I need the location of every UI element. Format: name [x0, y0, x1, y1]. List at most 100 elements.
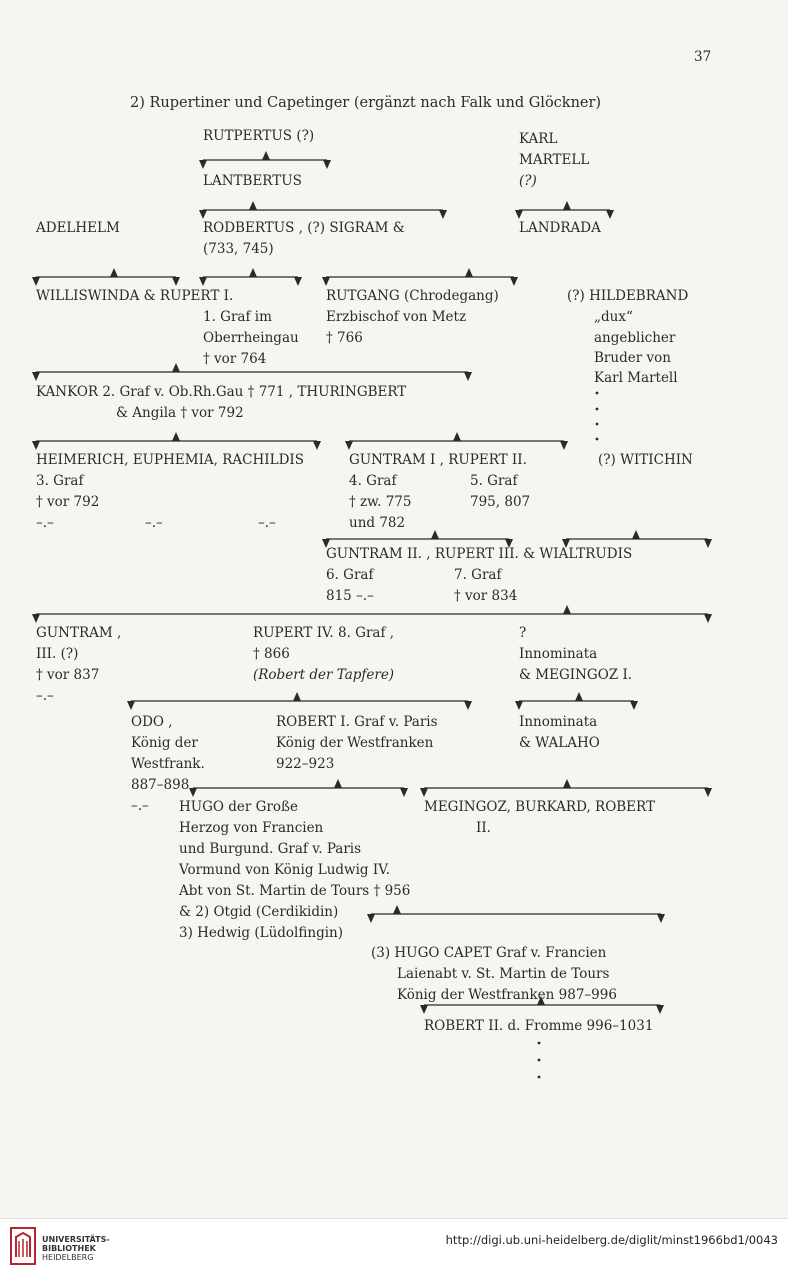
person-detail: Abt von St. Martin de Tours † 956: [179, 883, 411, 899]
person-rodbertus: RODBERTUS , (?) SIGRAM &: [203, 220, 405, 236]
person-detail: † vor 764: [203, 351, 267, 367]
page-title: 2) Rupertiner und Capetinger (ergänzt na…: [130, 95, 602, 111]
dash-mark: –.–: [145, 515, 163, 531]
descent-bracket: [367, 905, 665, 923]
person-guntram-1: GUNTRAM I , RUPERT II.: [349, 452, 527, 468]
person-rutpertus: RUTPERTUS (?): [203, 128, 315, 144]
person-detail: Vormund von König Ludwig IV.: [179, 862, 390, 878]
descent-bracket: [32, 268, 180, 286]
person-detail: Bruder von: [594, 350, 671, 366]
person-detail: König der Westfranken 987–996: [397, 987, 617, 1003]
person-detail: Karl Martell: [594, 370, 678, 386]
person-detail: † vor 792: [36, 494, 100, 510]
descent-bracket: [32, 363, 472, 381]
person-detail: (?): [519, 173, 537, 189]
person-detail: Oberrheingau: [203, 330, 299, 346]
person-kankor: KANKOR 2. Graf v. Ob.Rh.Gau † 771 , THUR…: [36, 384, 407, 400]
person-detail: & 2) Otgid (Cerdikidin): [179, 904, 339, 920]
dash-mark: –.–: [36, 688, 54, 704]
person-detail: † 866: [253, 646, 290, 662]
person-detail: 1. Graf im: [203, 309, 272, 325]
person-detail: Westfrank.: [131, 756, 205, 772]
person-detail: und Burgund. Graf v. Paris: [179, 841, 362, 857]
person-megingoz-1: & MEGINGOZ I.: [519, 667, 633, 683]
logo-text-line: HEIDELBERG: [42, 1253, 94, 1262]
person-witichin: (?) WITICHIN: [598, 452, 693, 468]
person-megingoz-2: MEGINGOZ, BURKARD, ROBERT: [424, 799, 655, 815]
continuation-dot: [537, 1041, 541, 1045]
dash-mark: –.–: [36, 515, 54, 531]
person-detail: (733, 745): [203, 241, 274, 257]
person-detail: 3. Graf: [36, 473, 84, 489]
continuation-dot: [595, 407, 599, 411]
continuation-dot: [537, 1075, 541, 1079]
page-number: 37: [694, 49, 712, 65]
person-lantbertus: LANTBERTUS: [203, 173, 302, 189]
logo-text-line: UNIVERSITÄTS-: [42, 1235, 110, 1244]
dash-mark: –.–: [258, 515, 276, 531]
person-detail: angeblicher: [594, 330, 676, 346]
person-detail: 922–923: [276, 756, 335, 772]
person-detail: 6. Graf: [326, 567, 374, 583]
person-williswinda: WILLISWINDA & RUPERT I.: [36, 288, 234, 304]
person-detail: 4. Graf: [349, 473, 397, 489]
person-detail: 5. Graf: [470, 473, 518, 489]
viewer-footer: UNIVERSITÄTS- BIBLIOTHEK HEIDELBERG http…: [0, 1218, 788, 1275]
person-rutgang: RUTGANG (Chrodegang): [326, 288, 499, 304]
descent-bracket: [515, 201, 614, 219]
descent-bracket: [199, 151, 331, 169]
descent-bracket: [127, 692, 472, 710]
person-detail: 815 –.–: [326, 588, 374, 604]
descent-bracket: [420, 779, 712, 797]
person-adelhelm: ADELHELM: [36, 220, 120, 236]
person-detail: † 766: [326, 330, 363, 346]
descent-bracket: [199, 201, 447, 219]
person-hildebrand: (?) HILDEBRAND: [567, 288, 689, 304]
person-heimerich: HEIMERICH, EUPHEMIA, RACHILDIS: [36, 452, 304, 468]
person-detail: Erzbischof von Metz: [326, 309, 467, 325]
person-hugo: HUGO der Große: [179, 799, 299, 815]
person-landrada: LANDRADA: [519, 220, 601, 236]
person-innominata: Innominata: [519, 646, 598, 662]
person-detail: III. (?): [36, 646, 79, 662]
descent-bracket: [345, 432, 568, 450]
person-detail: Herzog von Francien: [179, 820, 324, 836]
person-detail: † vor 837: [36, 667, 100, 683]
person-robert-2: ROBERT II. d. Fromme 996–1031: [424, 1018, 654, 1034]
connector-lines: [32, 151, 712, 1079]
person-detail: König der: [131, 735, 198, 751]
descent-bracket: [199, 268, 302, 286]
descent-bracket: [515, 692, 638, 710]
person-detail: MARTELL: [519, 152, 590, 168]
descent-bracket: [32, 432, 321, 450]
logo-text-line: BIBLIOTHEK: [42, 1244, 96, 1253]
continuation-dot: [595, 422, 599, 426]
person-hugo-capet: (3) HUGO CAPET Graf v. Francien: [371, 945, 607, 961]
person-guntram-3: GUNTRAM ,: [36, 625, 122, 641]
continuation-dot: [595, 437, 599, 441]
descent-bracket: [32, 605, 712, 623]
person-detail: ?: [519, 625, 527, 641]
person-odo: ODO ,: [131, 714, 173, 730]
person-detail: † vor 834: [454, 588, 518, 604]
descent-bracket: [322, 268, 518, 286]
person-detail: Laienabt v. St. Martin de Tours: [397, 966, 610, 982]
person-detail: (Robert der Tapfere): [253, 667, 395, 683]
continuation-dot: [595, 391, 599, 395]
person-detail: König der Westfranken: [276, 735, 434, 751]
person-detail: II.: [476, 820, 491, 836]
person-detail: 3) Hedwig (Lüdolfingin): [179, 925, 343, 941]
dash-mark: –.–: [131, 798, 149, 814]
person-karl-martell: KARL: [519, 131, 558, 147]
source-url-link[interactable]: http://digi.ub.uni-heidelberg.de/diglit/…: [445, 1233, 778, 1247]
continuation-dot: [537, 1058, 541, 1062]
person-robert-1: ROBERT I. Graf v. Paris: [276, 714, 438, 730]
scanned-page: 37 2) Rupertiner und Capetinger (ergänzt…: [32, 49, 712, 1079]
university-logo-icon: [10, 1227, 36, 1265]
person-detail: † zw. 775: [349, 494, 412, 510]
person-detail: 795, 807: [470, 494, 531, 510]
person-detail: „dux“: [594, 309, 633, 325]
descent-bracket: [562, 530, 712, 548]
person-rupert-4: RUPERT IV. 8. Graf ,: [253, 625, 395, 641]
person-guntram-2: GUNTRAM II. , RUPERT III. & WIALTRUDIS: [326, 546, 633, 562]
